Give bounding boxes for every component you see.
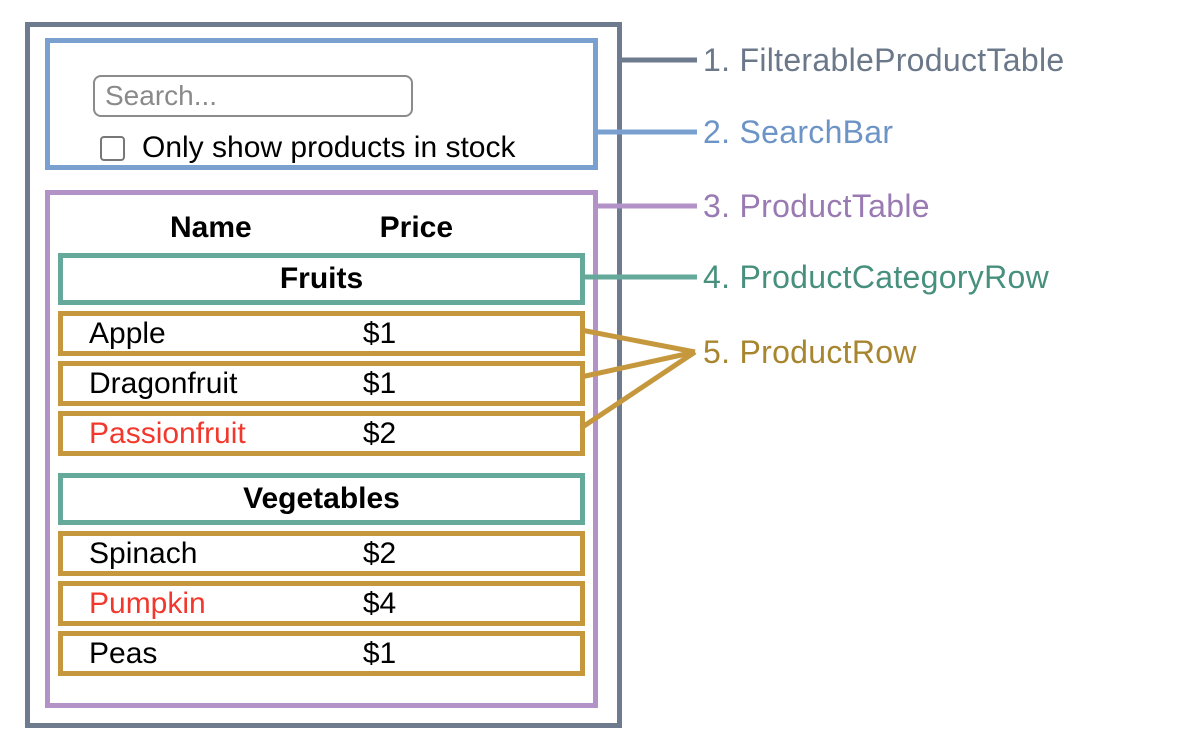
stock-checkbox-label: Only show products in stock bbox=[142, 131, 516, 164]
column-header-price: Price bbox=[379, 211, 454, 244]
product-name: Dragonfruit bbox=[89, 366, 238, 400]
product-name: Peas bbox=[89, 636, 158, 670]
product-table-box: Name Price Fruits Apple $1 Dragonfruit $… bbox=[45, 190, 598, 708]
label-product-category-row: 4. ProductCategoryRow bbox=[703, 259, 1050, 295]
product-category-row-fruits: Fruits bbox=[58, 253, 585, 305]
category-label: Vegetables bbox=[243, 482, 400, 515]
stock-filter-row: Only show products in stock bbox=[100, 131, 516, 165]
label-search-bar: 2. SearchBar bbox=[703, 114, 894, 150]
table-header-row: Name Price bbox=[58, 205, 585, 251]
product-price: $2 bbox=[362, 416, 397, 450]
product-name: Apple bbox=[89, 316, 166, 350]
search-input[interactable] bbox=[93, 75, 413, 117]
search-bar-box: Only show products in stock bbox=[45, 38, 598, 170]
product-price: $1 bbox=[362, 366, 397, 400]
product-category-row-vegetables: Vegetables bbox=[58, 473, 585, 525]
label-product-table: 3. ProductTable bbox=[703, 188, 930, 224]
category-label: Fruits bbox=[279, 262, 364, 295]
column-header-name: Name bbox=[169, 211, 252, 244]
product-row-pumpkin: Pumpkin $4 bbox=[58, 581, 585, 626]
product-price: $1 bbox=[362, 316, 397, 350]
label-product-row: 5. ProductRow bbox=[703, 334, 917, 370]
product-name-out-of-stock: Pumpkin bbox=[89, 586, 206, 620]
product-row-passionfruit: Passionfruit $2 bbox=[58, 411, 585, 456]
product-name-out-of-stock: Passionfruit bbox=[89, 416, 246, 450]
stock-checkbox[interactable] bbox=[100, 135, 125, 161]
product-row-apple: Apple $1 bbox=[58, 311, 585, 356]
product-row-dragonfruit: Dragonfruit $1 bbox=[58, 361, 585, 406]
product-price: $4 bbox=[362, 586, 397, 620]
product-name: Spinach bbox=[89, 536, 198, 570]
product-price: $2 bbox=[362, 536, 397, 570]
product-row-spinach: Spinach $2 bbox=[58, 531, 585, 576]
product-price: $1 bbox=[362, 636, 397, 670]
label-filterable-product-table: 1. FilterableProductTable bbox=[703, 42, 1065, 78]
product-row-peas: Peas $1 bbox=[58, 631, 585, 676]
